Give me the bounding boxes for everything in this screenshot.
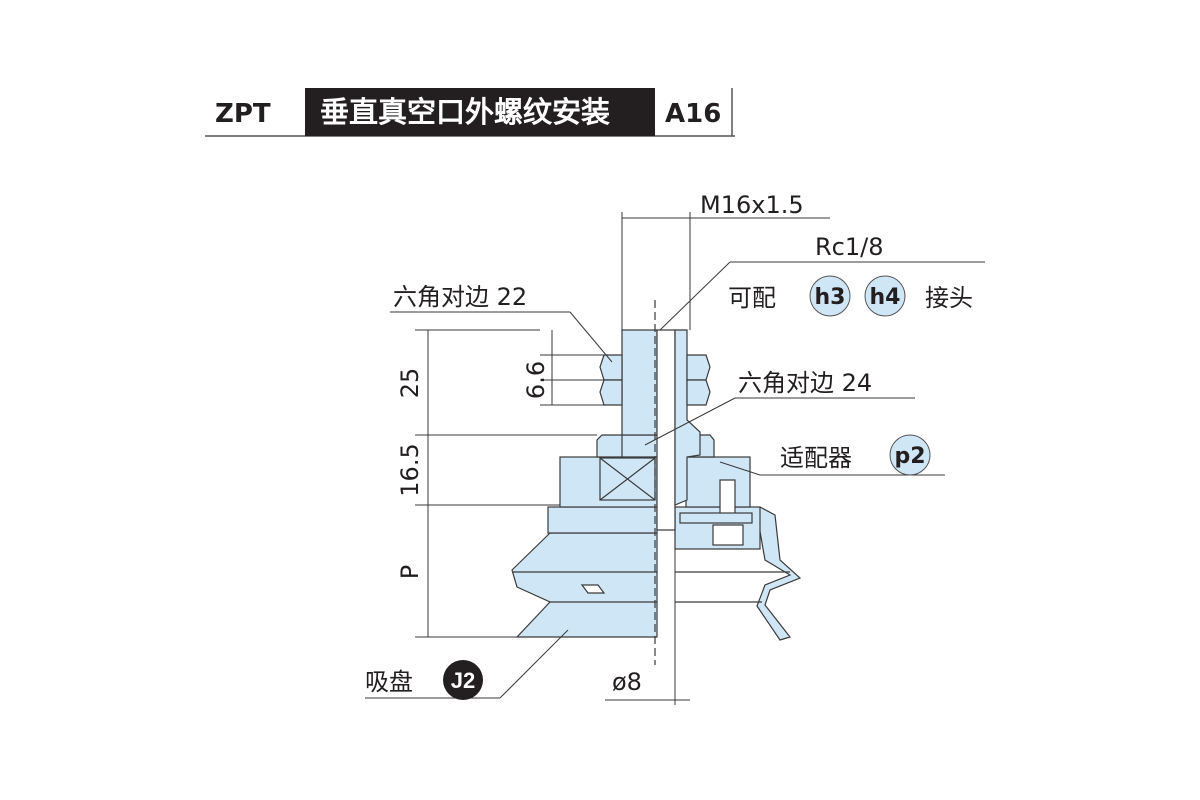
header-title: 垂直真空口外螺纹安装 <box>320 95 610 129</box>
labels: M16x1.5 Rc1/8 可配 h3 h4 接头 六角对边 22 六角对边 2… <box>365 191 973 700</box>
dim-p: P <box>396 565 424 579</box>
hex24-label: 六角对边 24 <box>738 369 872 397</box>
badge-p2-text: p2 <box>894 444 925 469</box>
dim-25: 25 <box>396 368 424 399</box>
hex22-label: 六角对边 22 <box>393 283 527 311</box>
header-title-bg <box>305 88 655 136</box>
pad-ring <box>547 506 658 534</box>
badge-j2 <box>443 660 483 700</box>
badge-h3 <box>809 275 851 317</box>
header: ZPT 垂直真空口外螺纹安装 A16 <box>205 88 735 137</box>
fitting-suffix: 接头 <box>925 284 973 312</box>
thread-label: M16x1.5 <box>700 191 804 219</box>
pad-label: 吸盘 <box>365 668 413 696</box>
adapter-label: 适配器 <box>780 444 852 472</box>
dim-16-5: 16.5 <box>396 443 424 496</box>
port-label: Rc1/8 <box>815 233 884 261</box>
pad-hole <box>580 584 606 594</box>
fitting-prefix: 可配 <box>728 284 776 312</box>
badge-j2-text: J2 <box>451 668 475 693</box>
stem <box>621 329 658 436</box>
badge-h3-text: h3 <box>815 285 846 310</box>
screw <box>719 479 736 516</box>
diameter-label: ø8 <box>612 668 642 696</box>
badge-p2 <box>889 434 931 476</box>
hex22-nut-upper <box>599 354 623 381</box>
hex22-nut-lower <box>599 379 623 406</box>
dimension-lines <box>365 212 985 705</box>
series-label: ZPT <box>215 99 271 129</box>
suction-pad-assembly <box>511 300 802 665</box>
badge-h4 <box>864 275 906 317</box>
header-code: A16 <box>665 99 721 129</box>
badge-h4-text: h4 <box>870 285 901 310</box>
dim-6-6: 6.6 <box>522 361 550 399</box>
